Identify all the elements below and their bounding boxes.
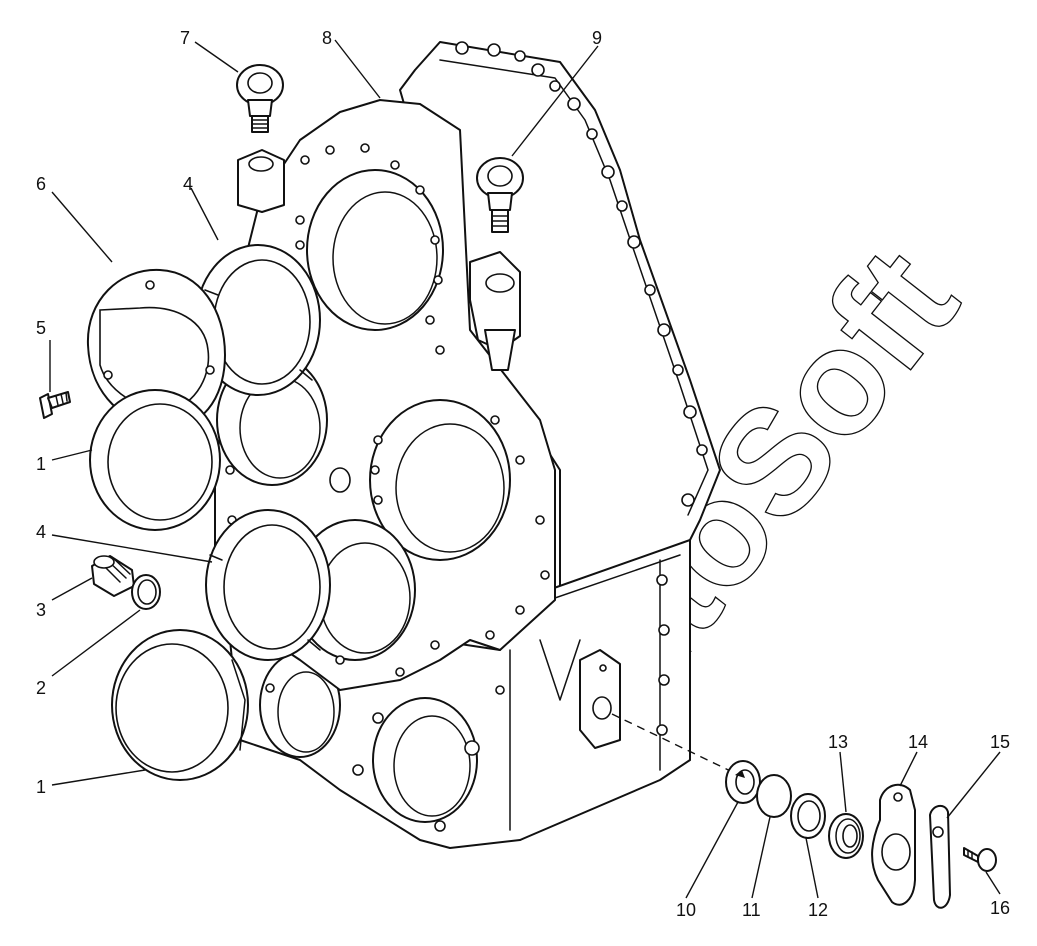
cover-plate-14 <box>871 783 916 906</box>
front-plate-bolt-holes <box>225 143 550 677</box>
callout-1-lower: 1 <box>36 777 46 797</box>
callout-3: 3 <box>36 600 46 620</box>
bearing-ring-1-upper <box>89 389 221 531</box>
seal-ring-2 <box>131 574 161 610</box>
housing <box>214 41 721 849</box>
eye-bolt-9 <box>476 157 524 233</box>
callout-6: 6 <box>36 174 46 194</box>
callout-10: 10 <box>676 900 696 920</box>
callout-5: 5 <box>36 318 46 338</box>
callout-1-upper: 1 <box>36 454 46 474</box>
callout-13: 13 <box>828 732 848 752</box>
callout-labels: 1 1 2 3 4 4 5 6 7 8 9 10 11 12 13 14 15 … <box>36 28 1010 920</box>
shaft-seal-13 <box>828 813 864 859</box>
callout-14: 14 <box>908 732 928 752</box>
screw-16 <box>963 847 997 872</box>
callout-16: 16 <box>990 898 1010 918</box>
callout-8: 8 <box>322 28 332 48</box>
callout-4-lower: 4 <box>36 522 46 542</box>
retaining-plate-15 <box>929 804 951 909</box>
callout-7: 7 <box>180 28 190 48</box>
flange-bolt-holes <box>455 41 708 507</box>
screw-plug-3 <box>91 555 135 597</box>
callout-2: 2 <box>36 678 46 698</box>
leader-lines <box>49 39 1001 899</box>
thrust-washer-6 <box>86 268 226 430</box>
bearing-ring-1-lower <box>111 629 249 781</box>
o-ring-12 <box>790 793 826 839</box>
bearing-shell-4-lower <box>205 509 331 661</box>
callout-4-upper: 4 <box>183 174 193 194</box>
eye-bolt-7 <box>236 64 284 133</box>
callout-12: 12 <box>808 900 828 920</box>
callout-9: 9 <box>592 28 602 48</box>
bearing-shell-4-upper <box>195 244 321 396</box>
callout-15: 15 <box>990 732 1010 752</box>
disc-11 <box>756 774 792 818</box>
callout-11: 11 <box>742 900 761 920</box>
screw-5 <box>39 391 71 419</box>
axis-line <box>611 713 746 779</box>
cap-10 <box>725 760 761 804</box>
